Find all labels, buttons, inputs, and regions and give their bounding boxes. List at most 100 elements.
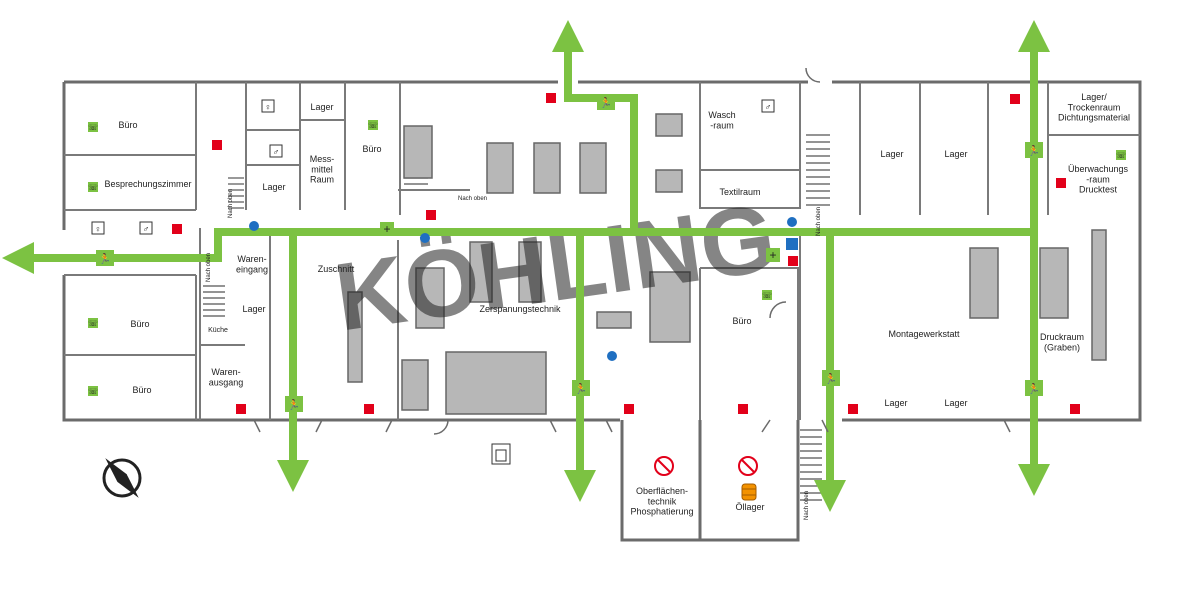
svg-text:♂: ♂: [143, 224, 150, 234]
fire-extinguisher-icon: [546, 93, 556, 103]
no-smoking-icons: [654, 456, 758, 476]
svg-text:♀: ♀: [95, 224, 102, 234]
emergency-exit-icon: 🏃: [822, 370, 840, 386]
wc-icon: ♂: [761, 99, 775, 113]
fire-extinguisher-icon: [172, 224, 182, 234]
first-aid-icons: + +: [380, 222, 780, 262]
fire-extinguisher-icon: [212, 140, 222, 150]
machine-12: [401, 359, 429, 411]
info-icon: [249, 221, 259, 231]
svg-text:🏃: 🏃: [825, 372, 837, 385]
svg-text:♀: ♀: [265, 102, 272, 112]
staircase-5: [800, 429, 822, 501]
svg-text:🏃: 🏃: [600, 96, 612, 109]
info-icons: [249, 217, 798, 361]
staircase-2: [203, 285, 225, 317]
svg-text:🏃: 🏃: [1028, 382, 1040, 395]
svg-text:☏: ☏: [88, 387, 98, 396]
room-druckraum: Druckraum(Graben): [1040, 332, 1084, 352]
svg-text:+: +: [383, 222, 390, 236]
watermark: KÖHLING: [329, 184, 782, 352]
svg-text:🏃: 🏃: [1028, 144, 1040, 157]
oil-barrel-icon: [741, 483, 757, 501]
svg-text:☏: ☏: [88, 123, 98, 132]
machine-3: [533, 142, 561, 194]
room-lager-6: Lager: [884, 398, 907, 408]
fire-extinguisher-icon: [1070, 404, 1080, 414]
wc-icon: ♀: [261, 99, 275, 113]
svg-text:🏃: 🏃: [288, 398, 300, 411]
fire-extinguisher-icon: [1010, 94, 1020, 104]
first-aid-icon: +: [766, 248, 780, 262]
room-lager-5: Lager: [242, 304, 265, 314]
room-textilraum: Textilraum: [719, 187, 760, 197]
room-buero-2: Büro: [362, 144, 381, 154]
room-kueche: Küche: [208, 327, 228, 334]
fire-extinguisher-icon: [1056, 178, 1066, 188]
fire-extinguisher-icon: [624, 404, 634, 414]
machine-16: [1039, 247, 1069, 319]
phone-icon: ☏: [88, 318, 98, 328]
room-buero-1: Büro: [118, 120, 137, 130]
room-labels: Büro Besprechungszimmer Lager Mess-mitte…: [104, 92, 1130, 517]
room-lager-4: Lager: [944, 149, 967, 159]
stair-label-2: Nach oben: [206, 253, 212, 282]
stair-label-1: Nach oben: [228, 189, 234, 218]
route-north-1: [552, 20, 638, 236]
machine-2: [486, 142, 514, 194]
wc-icons: ♀ ♂ ♂ ♀ ♂: [91, 99, 775, 235]
stair-label-3: Nach oben: [458, 196, 487, 202]
svg-text:☏: ☏: [368, 121, 378, 130]
phone-icon: ☏: [88, 122, 98, 132]
emergency-exit-icon: 🏃: [1025, 380, 1043, 396]
svg-text:☏: ☏: [762, 291, 772, 300]
fire-extinguisher-icon: [738, 404, 748, 414]
emergency-exit-icon: 🏃: [96, 250, 114, 266]
room-lager-7: Lager: [944, 398, 967, 408]
trash-icon: [491, 443, 511, 465]
wc-icon: ♀: [91, 221, 105, 235]
room-zerspanung: Zerspanungstechnik: [479, 304, 561, 314]
exit-signs: 🏃 🏃 🏃 🏃 🏃 🏃 🏃: [96, 94, 1043, 412]
wc-icon: ♂: [269, 144, 283, 158]
svg-text:♂: ♂: [273, 147, 280, 157]
svg-text:☏: ☏: [88, 183, 98, 192]
route-main-corridor: [20, 228, 1038, 262]
machine-4: [579, 142, 607, 194]
machine-6: [655, 169, 683, 193]
room-montage: Montagewerkstatt: [888, 329, 960, 339]
phone-icon: ☏: [1116, 150, 1126, 160]
evacuation-routes: [2, 20, 1050, 512]
machine-5: [655, 113, 683, 137]
machine-15: [969, 247, 999, 319]
staircase-1: [228, 177, 244, 209]
emergency-exit-icon: 🏃: [597, 94, 615, 110]
emergency-exit-icon: 🏃: [285, 396, 303, 412]
compass-icon: [102, 458, 142, 498]
stair-labels: Nach oben Nach oben Nach oben Nach oben …: [206, 189, 822, 520]
room-waschraum: Wasch-raum: [708, 110, 735, 130]
room-lager-3: Lager: [880, 149, 903, 159]
room-zuschnitt: Zuschnitt: [318, 264, 355, 274]
room-warenausgang: Waren-ausgang: [209, 367, 244, 387]
wc-icon: ♂: [139, 221, 153, 235]
svg-text:☏: ☏: [88, 319, 98, 328]
first-aid-icon: +: [380, 222, 394, 236]
stair-label-4: Nach oben: [816, 207, 822, 236]
fire-extinguisher-icon: [848, 404, 858, 414]
room-besprechung: Besprechungszimmer: [104, 179, 191, 189]
machine-8: [469, 241, 493, 303]
machine-13: [445, 351, 547, 415]
svg-text:+: +: [769, 248, 776, 262]
fire-icons: [172, 93, 1080, 414]
phone-icon: ☏: [368, 120, 378, 130]
info-icon: [786, 238, 798, 250]
room-lager-2: Lager: [262, 182, 285, 192]
machine-14: [347, 291, 363, 383]
phone-icon: ☏: [88, 386, 98, 396]
fire-extinguisher-icon: [788, 256, 798, 266]
